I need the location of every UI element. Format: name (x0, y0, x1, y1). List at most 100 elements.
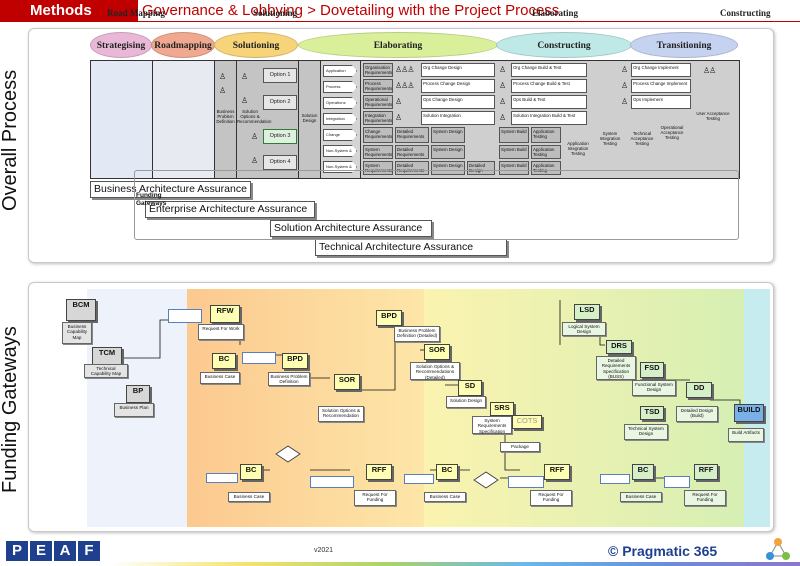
design-row: Ops Change Design (421, 95, 495, 109)
implement-row: Org Change Implement (631, 63, 691, 77)
people-icon: ♙ (395, 113, 402, 122)
people-icon: ♙ (219, 86, 226, 95)
technical-architecture-assurance: Technical Architecture Assurance (315, 239, 507, 256)
doc-tcm: TCM (92, 347, 122, 365)
doc-bpd: BPD (282, 353, 308, 369)
doc-bpd-desc: Business Problem Definition (268, 372, 310, 386)
req-row: Integration Requirements (363, 111, 393, 125)
operational-acceptance-testing: Operational Acceptance Testing (660, 125, 684, 140)
note-gateway (206, 473, 238, 483)
doc-fsd: FSD (640, 362, 664, 378)
user-acceptance-testing: User Acceptance Testing (696, 111, 730, 121)
gate-rff-1: RFF (366, 464, 392, 480)
doc-tsd-desc: Technical System Design (624, 424, 668, 440)
logo-letter: E (30, 541, 52, 561)
doc-srs-desc: System Requirements Specification (472, 416, 512, 434)
arrow-column: Application Process Operations Integrati… (321, 61, 361, 178)
doc-sd: SD (458, 380, 482, 396)
band-title-constructing: Constructing (720, 8, 771, 18)
note-gateway (600, 474, 630, 484)
doc-bp: BP (126, 385, 150, 403)
people-icon: ♙ (621, 81, 628, 90)
arrow-operations: Operations (323, 97, 357, 109)
implement-row: Ops Implement (631, 95, 691, 109)
gate-bc-3: BC (632, 464, 654, 480)
people-icon: ♙ (499, 97, 506, 106)
application-testing: Application Testing (531, 161, 561, 175)
people-icon: ♙ (621, 97, 628, 106)
note-gateway (310, 476, 354, 488)
solution-design-label: Solution Design (301, 113, 318, 123)
technical-acceptance-testing: Technical Acceptance Testing (630, 131, 654, 146)
enterprise-architecture-assurance: Enterprise Architecture Assurance (145, 201, 315, 218)
req-row: Change Requirements (363, 127, 393, 143)
option-4: Option 4 (263, 155, 297, 170)
design-row: Solution Integration (421, 111, 495, 125)
design-row: Detailed Requirements (395, 145, 429, 159)
funding-gateways-title: Funding Gateways (0, 326, 21, 494)
bpd-label: Business Problem Definition (216, 109, 235, 124)
doc-tcm-desc: Technical Capability Map (84, 364, 128, 378)
system-build: System Build (499, 161, 529, 175)
bpd-column: ♙ ♙ Business Problem Definition (215, 61, 237, 178)
funding-gateways-label: Funding Gateways (136, 192, 167, 207)
people-icon: ♙ (499, 81, 506, 90)
note-gateway (664, 476, 690, 488)
gate-rff-3: RFF (694, 464, 718, 480)
doc-dd-desc: Detailed Design (Build) (676, 406, 718, 422)
doc-sd-desc: Solution Design (446, 396, 486, 408)
people-icon: ♙♙♙ (395, 65, 414, 74)
people-icon: ♙♙ (703, 66, 716, 75)
footer-gradient-bar (110, 562, 800, 566)
solution-architecture-assurance: Solution Architecture Assurance (270, 220, 432, 237)
section-badge: Methods (0, 0, 138, 22)
doc-cots: COTS (512, 415, 542, 429)
doc-cots-desc: Package (500, 442, 540, 452)
application-testing: Application Testing (531, 127, 561, 143)
system-build: System Build (499, 145, 529, 159)
doc-build: BUILD (734, 404, 764, 422)
doc-tsd: TSD (640, 406, 664, 420)
doc-bpd-detailed: BPD (376, 310, 402, 326)
note-gateway (404, 474, 434, 484)
arrow-process: Process (323, 81, 357, 93)
header-rule (138, 21, 800, 22)
doc-drs: DRS (606, 340, 632, 354)
doc-bp-desc: Business Plan (114, 403, 154, 417)
phase-solutioning: Solutioning (214, 32, 298, 58)
people-icon: ♙ (219, 72, 226, 81)
options-label: Solution Options & Recommendation (237, 109, 272, 124)
people-icon: ♙ (395, 97, 402, 106)
peaf-logo: P E A F (6, 541, 100, 561)
system-design: System Design (431, 161, 465, 175)
gate-rff-2: RFF (544, 464, 570, 480)
page-title: Governance & Lobbying > Dovetailing with… (142, 2, 560, 19)
arrow-change: Change (323, 129, 357, 141)
option-2: Option 2 (263, 95, 297, 110)
doc-rfw-desc: Request For Work (198, 324, 244, 340)
build-row: Solution Integration Build & Test (511, 111, 587, 125)
doc-fsd-desc: Functional System Design (632, 380, 676, 396)
arrow-application: Application (323, 65, 357, 77)
gate-bc-1-desc: Business Case (228, 492, 270, 502)
implement-row: Process Change Implement (631, 79, 691, 93)
people-icon: ♙ (251, 156, 258, 165)
band-title-solutioning: Solutioning (252, 8, 298, 18)
doc-build-desc: Build Artifacts (728, 428, 764, 442)
people-icon: ♙ (499, 65, 506, 74)
arrow-non-system-tools: Non-System & Tools (323, 145, 357, 157)
gate-bc-2: BC (436, 464, 458, 480)
build-row: Process Change Build & Test (511, 79, 587, 93)
options-column: ♙ ♙ Solution Options & Recommendation ♙ … (237, 61, 299, 178)
app-integration-testing: Application Integration Testing (567, 141, 589, 156)
people-icon: ♙ (241, 96, 248, 105)
doc-bcm-desc: Business Capability Map (62, 322, 92, 344)
people-icon: ♙ (251, 132, 258, 141)
doc-sor-detailed-desc: Solution Options & Recommendations (Deta… (410, 362, 460, 380)
arrow-integration: Integration (323, 113, 357, 125)
system-build: System Build (499, 127, 529, 143)
phase-roadmapping: Roadmapping (151, 32, 215, 58)
req-row: Process Requirements (363, 79, 393, 93)
gate-bc-1: BC (240, 464, 262, 480)
brand-label: © Pragmatic 365 (608, 543, 718, 559)
